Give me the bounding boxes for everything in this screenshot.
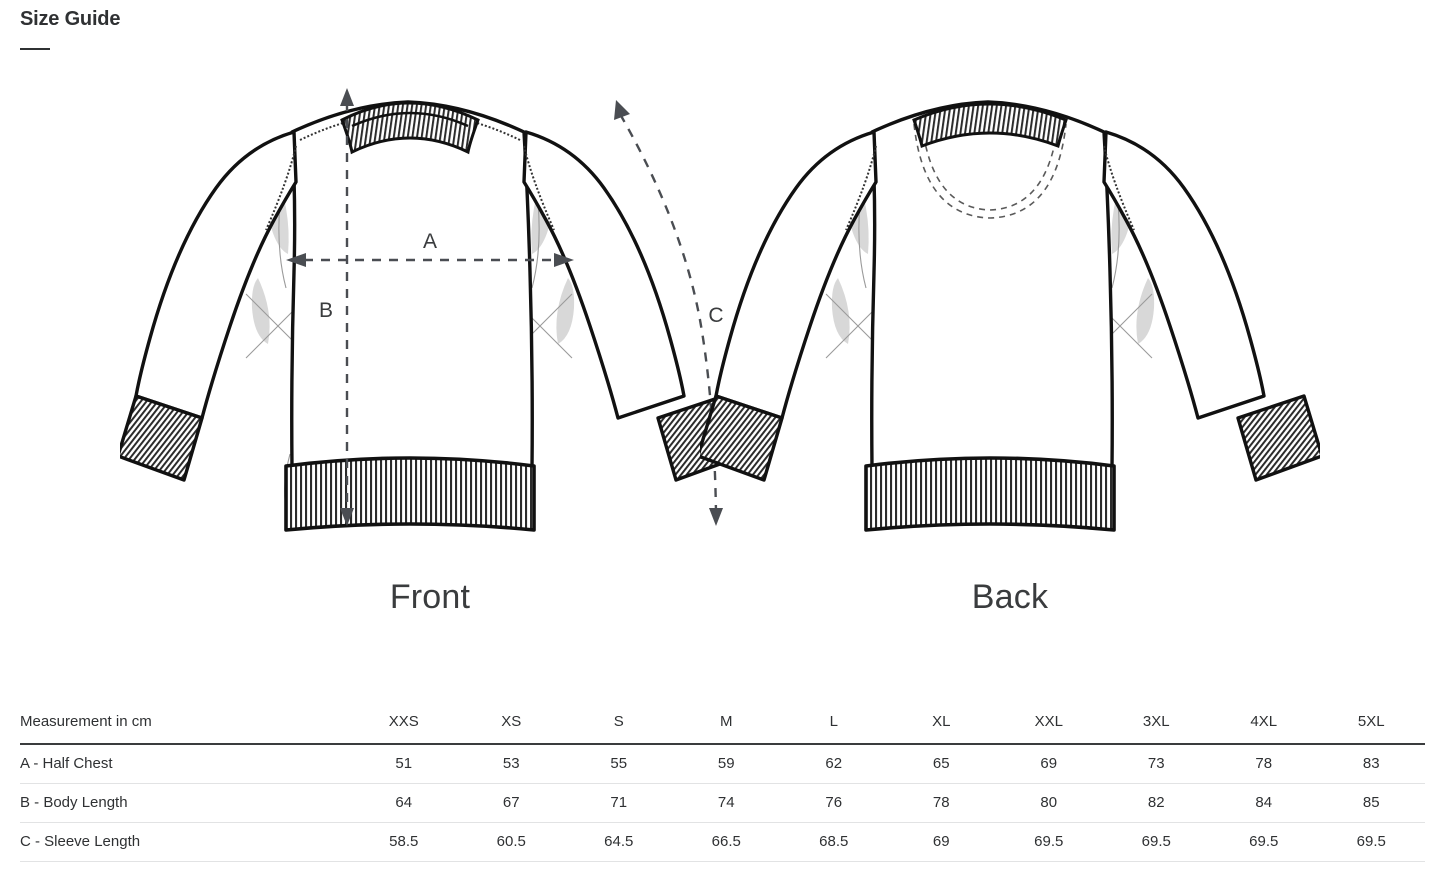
measure-c-arrowhead-top — [614, 100, 630, 120]
measure-b-label: B — [319, 299, 333, 322]
back-view-caption: Back — [971, 578, 1049, 616]
cell-sleeve-length-4xl: 69.5 — [1249, 833, 1279, 850]
cell-body-length-xxs: 64 — [395, 794, 413, 811]
cell-body-length-xl: 78 — [932, 794, 950, 811]
cell-sleeve-length-xs: 60.5 — [496, 833, 526, 850]
cell-half-chest-xl: 65 — [932, 755, 950, 773]
front-sweatshirt-diagram: B A C — [120, 88, 740, 532]
measure-c-arrowhead-bottom — [709, 508, 723, 526]
table-row: A - Half Chest 51 53 55 59 62 65 69 73 7… — [20, 744, 1425, 783]
size-header-l: L — [829, 713, 838, 730]
measurement-header-unit: in cm — [111, 713, 152, 730]
size-header-xs: XS — [501, 713, 522, 730]
cell-half-chest-xxs: 51 — [395, 755, 413, 773]
size-header-s: S — [613, 713, 624, 730]
cell-sleeve-length-m: 66.5 — [711, 833, 741, 850]
cell-body-length-4xl: 84 — [1255, 794, 1273, 811]
cell-body-length-xs: 67 — [502, 794, 520, 811]
cell-sleeve-length-xxl: 69.5 — [1034, 833, 1064, 850]
size-header-m: M — [720, 713, 733, 730]
front-collar-inner-line — [351, 111, 469, 128]
size-header-xl: XL — [932, 713, 951, 730]
back-hem-rib — [864, 456, 1116, 532]
cell-half-chest-xs: 53 — [502, 755, 520, 773]
cell-body-length-m: 74 — [717, 794, 735, 811]
cell-body-length-l: 76 — [825, 794, 843, 811]
measure-a-label: A — [423, 230, 437, 253]
back-sweatshirt-diagram — [700, 100, 1320, 532]
table-row: B - Body Length 64 67 71 74 76 78 80 82 … — [20, 783, 1425, 822]
measurement-header-bold: Measurement — [20, 713, 112, 730]
back-view-figure: Back — [700, 62, 1320, 662]
front-right-sleeve — [522, 130, 686, 420]
size-chart-head: Measurement in cm XXS XS S M L XL XXL 3X… — [20, 700, 1425, 744]
measurement-column-header: Measurement in cm — [20, 700, 350, 744]
row-label-sleeve-length: C - Sleeve Length — [20, 833, 141, 850]
size-header-4xl: 4XL — [1250, 713, 1278, 730]
cell-body-length-5xl: 85 — [1362, 794, 1380, 811]
measure-c-label: C — [708, 304, 723, 327]
cell-sleeve-length-3xl: 69.5 — [1141, 833, 1171, 850]
garment-illustrations: B A C Front — [0, 62, 1445, 662]
front-body-outline — [290, 100, 534, 470]
cell-body-length-xxl: 80 — [1040, 794, 1058, 811]
size-chart-header-row: Measurement in cm XXS XS S M L XL XXL 3X… — [20, 700, 1425, 744]
cell-half-chest-3xl: 73 — [1147, 755, 1165, 773]
back-left-sleeve — [714, 130, 878, 420]
front-left-cuff-rib — [120, 394, 204, 482]
title-underline-rule — [20, 48, 50, 50]
cell-half-chest-s: 55 — [610, 755, 628, 773]
cell-body-length-s: 71 — [610, 794, 628, 811]
cell-half-chest-m: 59 — [717, 755, 735, 773]
cell-sleeve-length-l: 68.5 — [819, 833, 849, 850]
size-header-xxl: XXL — [1034, 713, 1063, 730]
measure-b-arrowhead-top — [340, 88, 354, 106]
size-header-3xl: 3XL — [1142, 713, 1170, 730]
cell-sleeve-length-xxs: 58.5 — [389, 833, 419, 850]
front-collar-rib — [340, 101, 480, 155]
front-hem-rib — [284, 456, 536, 532]
measure-a-arrowhead-left — [286, 253, 306, 267]
back-neck-tape-outer — [913, 123, 1067, 219]
cell-sleeve-length-5xl: 69.5 — [1356, 833, 1386, 850]
cell-half-chest-5xl: 83 — [1362, 755, 1380, 773]
front-view-figure: B A C Front — [120, 62, 740, 662]
row-label-body-length: B - Body Length — [20, 794, 128, 811]
page-title: Size Guide — [20, 8, 121, 30]
size-chart-table: Measurement in cm XXS XS S M L XL XXL 3X… — [20, 700, 1425, 862]
size-chart-body: A - Half Chest 51 53 55 59 62 65 69 73 7… — [20, 744, 1425, 861]
back-left-cuff-rib — [700, 394, 784, 482]
cell-sleeve-length-s: 64.5 — [604, 833, 634, 850]
cell-half-chest-xxl: 69 — [1040, 755, 1058, 773]
measure-b-arrowhead-bottom — [340, 508, 354, 526]
row-label-half-chest: A - Half Chest — [20, 755, 113, 773]
back-body-outline — [870, 100, 1114, 470]
cell-sleeve-length-xl: 69 — [932, 833, 950, 850]
back-right-sleeve — [1102, 130, 1266, 420]
cell-body-length-3xl: 82 — [1147, 794, 1165, 811]
table-row: C - Sleeve Length 58.5 60.5 64.5 66.5 68… — [20, 822, 1425, 861]
back-neck-tape-inner — [921, 123, 1059, 211]
size-header-5xl: 5XL — [1357, 713, 1385, 730]
measure-a-arrowhead-right — [554, 253, 574, 267]
cell-half-chest-4xl: 78 — [1255, 755, 1273, 773]
size-header-xxs: XXS — [388, 713, 419, 730]
back-right-cuff-rib — [1236, 394, 1320, 482]
front-view-caption: Front — [389, 578, 471, 616]
front-left-sleeve — [134, 130, 298, 420]
back-collar-rib — [912, 102, 1068, 149]
cell-half-chest-l: 62 — [825, 755, 843, 773]
